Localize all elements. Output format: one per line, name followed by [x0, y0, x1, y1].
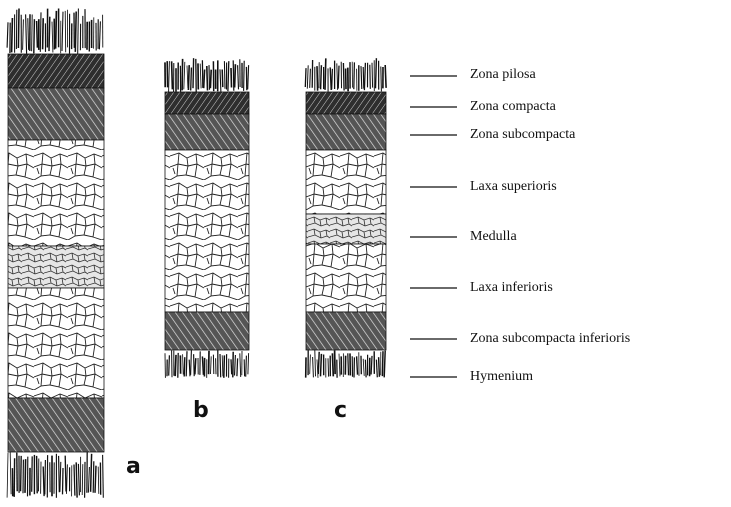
- label-medulla: Medulla: [470, 229, 517, 245]
- column-b-laxa-layer: [165, 150, 249, 312]
- panel-label-b: b: [193, 400, 209, 422]
- column-c-laxa-inferioris-layer: [306, 244, 386, 312]
- label-laxa-inferioris: Laxa inferioris: [470, 280, 553, 296]
- column-a-subcompacta-layer: [8, 88, 104, 140]
- column-a-laxa-inferioris-layer: [8, 288, 104, 398]
- column-b-compacta-layer: [165, 92, 249, 114]
- panel-label-c: c: [334, 400, 347, 422]
- column-b-subcompacta-layer: [165, 114, 249, 150]
- label-zona-subcompacta: Zona subcompacta: [470, 127, 575, 143]
- label-zona-compacta: Zona compacta: [470, 99, 556, 115]
- column-a-medulla-layer: [8, 246, 104, 288]
- column-a-hymenium-fringe: [7, 452, 103, 498]
- column-b-subcompacta-inferioris-layer: [165, 312, 249, 350]
- panel-label-a: a: [126, 456, 141, 478]
- column-c-pilosa-fringe: [305, 58, 386, 91]
- label-hymenium: Hymenium: [470, 369, 533, 385]
- column-b-hymenium-fringe: [165, 350, 249, 378]
- label-zona-pilosa: Zona pilosa: [470, 67, 536, 83]
- column-a-compacta-layer: [8, 54, 104, 88]
- column-c-medulla-layer: [306, 214, 386, 244]
- column-a-laxa-superioris-layer: [8, 140, 104, 246]
- label-zona-subcompacta-inferioris: Zona subcompacta inferioris: [470, 331, 630, 347]
- column-c-compacta-layer: [306, 92, 386, 114]
- column-a-subcompacta-inferioris-layer: [8, 398, 104, 452]
- label-laxa-superioris: Laxa superioris: [470, 179, 557, 195]
- column-b-pilosa-fringe: [165, 58, 249, 92]
- column-c-laxa-superioris-layer: [306, 150, 386, 214]
- column-a-pilosa-fringe: [7, 9, 103, 54]
- column-c-subcompacta-layer: [306, 114, 386, 150]
- column-c-hymenium-fringe: [306, 350, 386, 378]
- column-c-subcompacta-inferioris-layer: [306, 312, 386, 350]
